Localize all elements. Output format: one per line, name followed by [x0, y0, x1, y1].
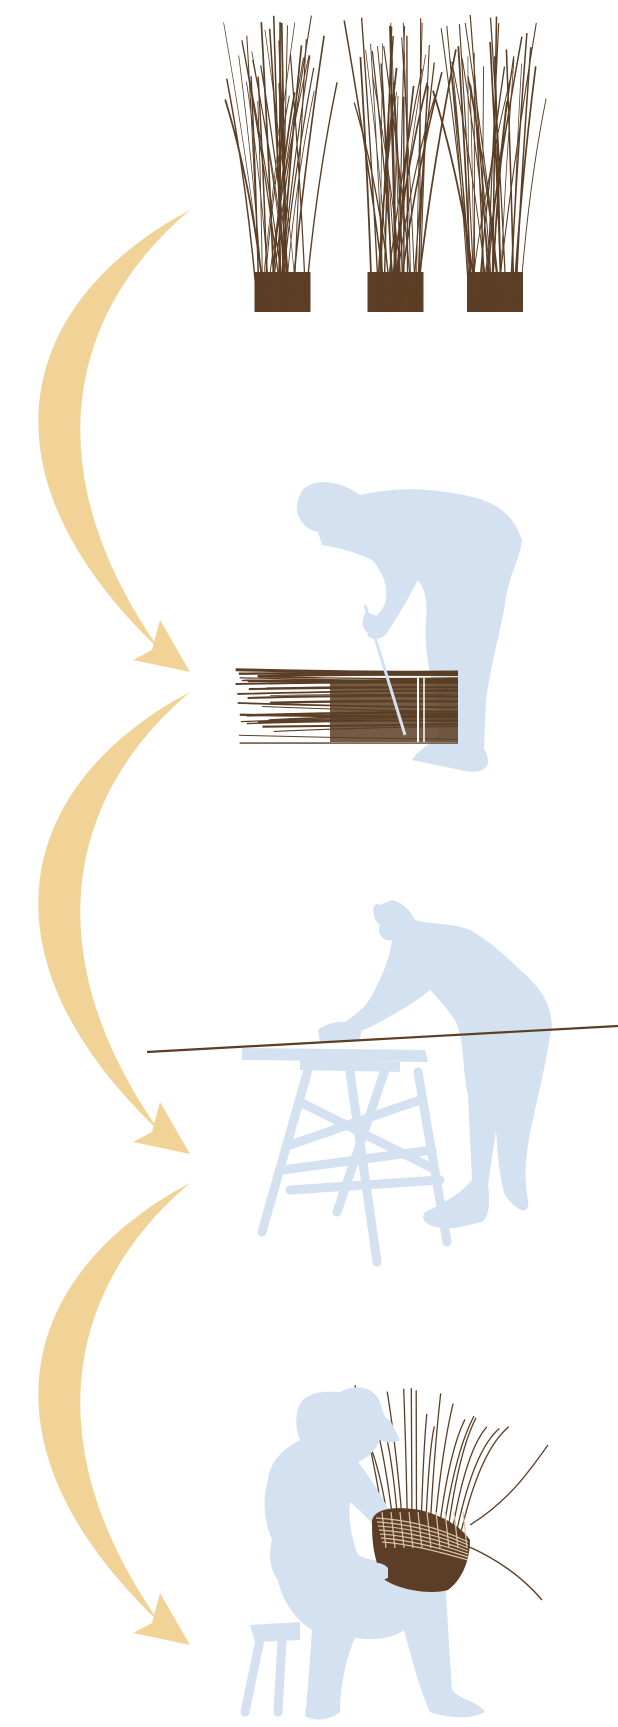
willow-stake — [470, 1445, 548, 1525]
willow-bundle-icon — [236, 669, 459, 743]
willow-stake — [430, 1393, 441, 1530]
flow-arrow-1 — [38, 210, 190, 672]
bundle-rod — [239, 673, 458, 674]
cutting-bundle-icon — [236, 482, 523, 772]
willow-stake — [453, 1427, 487, 1530]
basket-icon — [372, 1508, 470, 1592]
willow-stem — [519, 99, 546, 312]
workbench-icon — [242, 1048, 447, 1262]
willow-stem — [224, 22, 266, 312]
flow-arrow-3 — [38, 1183, 190, 1645]
basket-weaving-icon — [245, 1385, 548, 1719]
willow-clumps-icon — [224, 15, 546, 312]
bundle-core — [330, 680, 458, 742]
willow-stake — [465, 1545, 542, 1600]
flow-arrow-2 — [38, 692, 190, 1154]
willow-stake — [411, 1388, 412, 1530]
workbench-rod-icon — [147, 900, 618, 1262]
